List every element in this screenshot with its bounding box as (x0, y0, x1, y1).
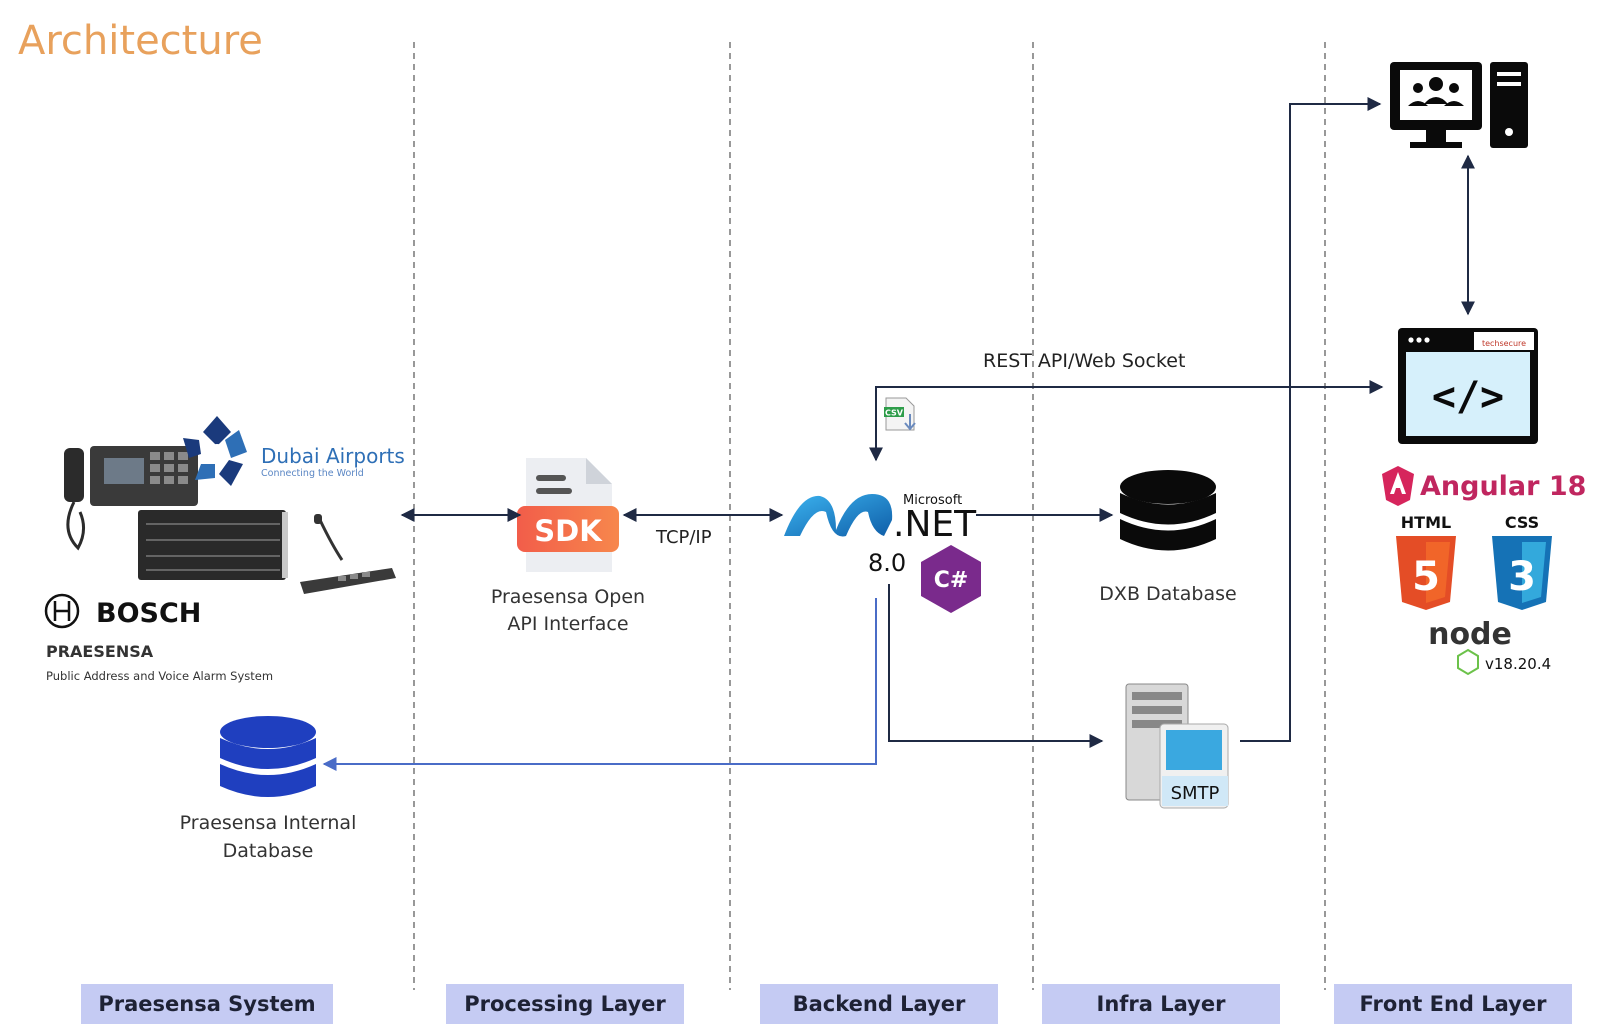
dotnet-version: 8.0 (868, 549, 906, 577)
html5-logo: HTML 5 (1396, 513, 1456, 610)
layer-tab-processing: Processing Layer (446, 984, 684, 1024)
code-glyph: </> (1432, 374, 1504, 420)
edge-smtp-workstation (1240, 97, 1382, 742)
dotnet-logo: Microsoft .NET 8.0 (784, 493, 977, 577)
app-brand: techsecure (1482, 339, 1526, 348)
csharp-icon: C# (921, 545, 981, 613)
bosch-logo: BOSCH (44, 593, 201, 629)
html-label: HTML (1401, 513, 1451, 532)
dubai-airports-logo: Dubai Airports Connecting the World (183, 416, 405, 486)
page-title: Architecture (18, 18, 263, 64)
internal-db-label-line1: Praesensa Internal (180, 812, 357, 834)
layer-tab-praesensa-system: Praesensa System (81, 984, 333, 1024)
internal-db-label-line2: Database (223, 840, 314, 862)
smtp-label: SMTP (1171, 783, 1220, 804)
sdk-badge: SDK (534, 514, 603, 548)
client-name: Dubai Airports (261, 444, 405, 468)
sdk-label-line1: Praesensa Open (491, 586, 645, 608)
dxb-database-label: DXB Database (1099, 583, 1236, 605)
node-logo: node v18.20.4 (1428, 617, 1551, 676)
svg-text:5: 5 (1412, 554, 1440, 600)
edge-dotnet-smtp (888, 584, 1104, 748)
angular-logo: Angular 18 (1382, 466, 1586, 506)
dotnet-platform: .NET (893, 504, 977, 545)
csv-file-icon: CSV (884, 397, 916, 431)
css3-logo: CSS 3 (1492, 513, 1552, 610)
dxb-database-icon (1120, 470, 1216, 551)
edge-rest-api (869, 380, 1384, 462)
sdk-icon: SDK (517, 458, 619, 572)
svg-text:3: 3 (1508, 554, 1536, 600)
internal-database-icon (220, 716, 316, 797)
layer-tab-backend: Backend Layer (760, 984, 998, 1024)
sdk-label-line2: API Interface (507, 613, 628, 635)
csv-badge: CSV (885, 409, 904, 418)
connectors (400, 97, 1475, 748)
client-tagline: Connecting the World (261, 468, 364, 479)
praesensa-product: PRAESENSA (46, 642, 154, 661)
node-label: node (1428, 617, 1512, 652)
bosch-brand: BOSCH (96, 598, 201, 629)
layer-tab-infra: Infra Layer (1042, 984, 1280, 1024)
node-version: v18.20.4 (1485, 655, 1551, 673)
workstation-icon (1390, 62, 1528, 148)
css-label: CSS (1505, 513, 1539, 532)
praesensa-hardware-image (64, 446, 396, 594)
edge-label-rest: REST API/Web Socket (983, 350, 1185, 372)
layer-tab-front-end: Front End Layer (1334, 984, 1572, 1024)
edge-dotnet-internal-db (322, 598, 877, 771)
smtp-server-icon: SMTP (1125, 683, 1229, 809)
dotnet-vendor: Microsoft (903, 493, 962, 508)
csharp-label: C# (934, 568, 969, 593)
web-app-window-icon: techsecure </> (1398, 328, 1538, 444)
praesensa-product-desc: Public Address and Voice Alarm System (46, 669, 273, 683)
angular-label: Angular 18 (1420, 471, 1586, 502)
edge-label-tcp: TCP/IP (655, 527, 712, 548)
